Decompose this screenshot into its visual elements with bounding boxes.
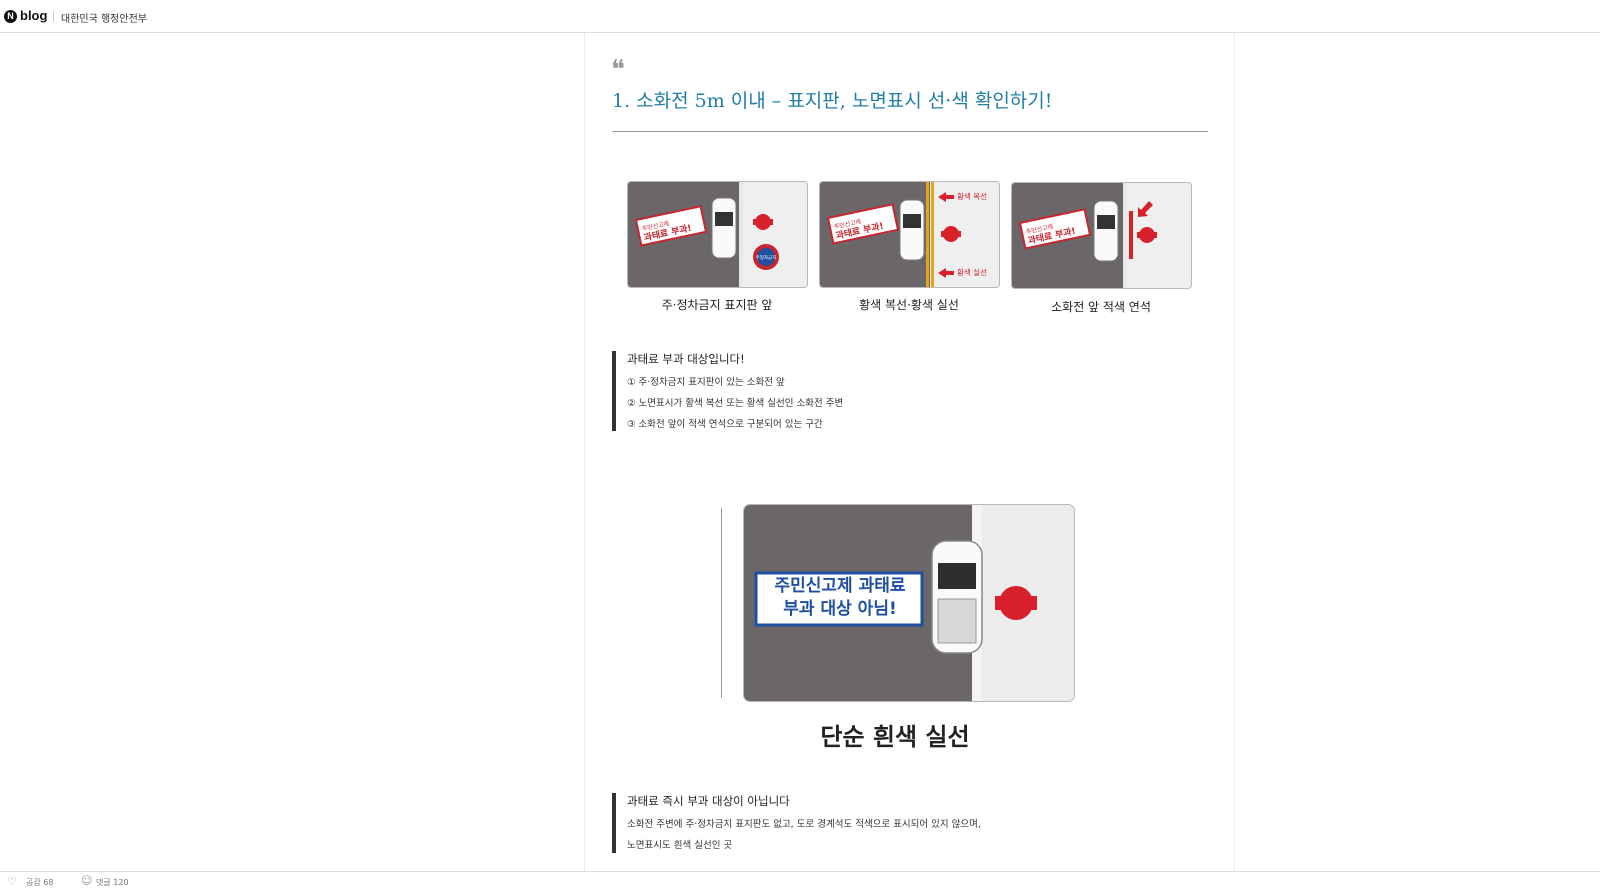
svg-text:주정차금지: 주정차금지	[756, 254, 777, 261]
big-sign-line-2: 부과 대상 아님!	[783, 599, 897, 619]
heart-icon[interactable]: ♡	[7, 875, 17, 888]
note-fine-applies: 과태료 부과 대상입니다! ① 주·정차금지 표지판이 있는 소화전 앞 ② 노…	[612, 351, 843, 431]
heading-divider	[612, 131, 1208, 132]
panel-caption-3: 소화전 앞 적색 연석	[1051, 300, 1151, 314]
panel-red-curb: 주민신고제 과태료 부과!	[1011, 182, 1192, 289]
red-curb-illustration: 주민신고제 과태료 부과!	[1012, 183, 1191, 288]
naver-logo-icon[interactable]: N	[4, 10, 17, 23]
bottom-bar: ♡ 공감 68 ☺ 댓글 120	[0, 871, 1600, 889]
note-fine-not-applies-title: 과태료 즉시 부과 대상이 아닙니다	[627, 794, 790, 808]
label-yellow-double: 황색 복선	[957, 191, 987, 201]
no-parking-sign-illustration: 주민신고제 과태료 부과! 주정차금지	[628, 182, 807, 287]
quote-icon: ❝	[611, 55, 625, 85]
note-line: ② 노면표시가 황색 복선 또는 황색 실선인 소화전 주변	[627, 398, 844, 409]
note-fine-applies-title: 과태료 부과 대상입니다!	[627, 352, 745, 366]
top-bar: N blog 대한민국 행정안전부	[0, 0, 1600, 33]
note-line: 노면표시도 흰색 실선인 곳	[627, 840, 733, 851]
comment-count[interactable]: 댓글 120	[96, 878, 129, 887]
big-sign-line-1: 주민신고제 과태료	[774, 576, 906, 596]
label-yellow-single: 황색 실선	[957, 267, 987, 277]
comment-icon[interactable]: ☺	[81, 874, 93, 887]
topbar-divider	[53, 11, 54, 22]
blog-logo[interactable]: blog	[20, 8, 48, 23]
like-count[interactable]: 공감 68	[26, 878, 54, 887]
white-line-scene	[744, 505, 1074, 701]
white-line-picture: 주민신고제 과태료 부과 대상 아님!	[743, 504, 1075, 702]
note-fine-not-applies: 과태료 즉시 부과 대상이 아닙니다 소화전 주변에 주·정차금지 표지판도 없…	[612, 793, 981, 853]
panel-yellow-lines: 주민신고제 과태료 부과! 황색 복선 황색 실선	[819, 181, 1000, 288]
panel-no-parking-sign: 주민신고제 과태료 부과! 주정차금지	[627, 181, 808, 288]
white-line-illustration: 주민신고제 과태료 부과 대상 아님!	[721, 504, 1121, 709]
note-line: ① 주·정차금지 표지판이 있는 소화전 앞	[627, 377, 785, 388]
note-line: ③ 소화전 앞이 적색 연석으로 구분되어 있는 구간	[627, 419, 823, 430]
post-content: ❝ 1. 소화전 5m 이내 – 표지판, 노면표시 선·색 확인하기! 주민신…	[584, 33, 1235, 871]
panel-caption-1: 주·정차금지 표지판 앞	[661, 298, 773, 312]
blog-name-link[interactable]: 대한민국 행정안전부	[61, 14, 147, 25]
section-heading: 1. 소화전 5m 이내 – 표지판, 노면표시 선·색 확인하기!	[612, 90, 1053, 112]
big-illustration-caption: 단순 흰색 실선	[820, 723, 970, 751]
note-line: 소화전 주변에 주·정차금지 표지판도 없고, 도로 경계석도 적색으로 표시되…	[627, 819, 981, 830]
panel-caption-2: 황색 복선·황색 실선	[859, 298, 959, 312]
illustration-divider	[721, 508, 722, 698]
yellow-lines-illustration: 주민신고제 과태료 부과! 황색 복선 황색 실선	[820, 182, 999, 287]
